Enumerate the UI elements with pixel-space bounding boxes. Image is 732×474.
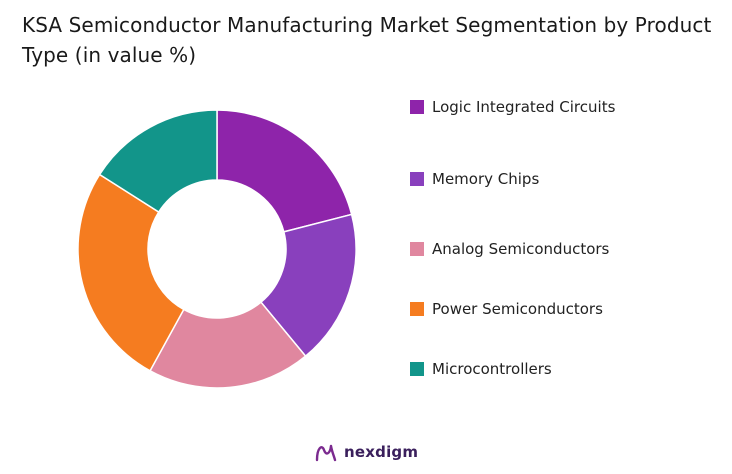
chart-title: KSA Semiconductor Manufacturing Market S… xyxy=(22,13,712,67)
legend-label: Logic Integrated Circuits xyxy=(432,98,616,116)
legend-item: Microcontrollers xyxy=(410,358,552,380)
legend-swatch xyxy=(410,100,424,114)
legend-label: Memory Chips xyxy=(432,170,540,188)
legend-swatch xyxy=(410,302,424,316)
donut-slice-analog-semiconductors xyxy=(149,301,307,389)
legend-label: Microcontrollers xyxy=(432,360,552,378)
legend-item: Logic Integrated Circuits xyxy=(410,96,615,118)
brand-footer: nexdigm xyxy=(314,440,418,464)
legend-label: Analog Semiconductors xyxy=(432,240,610,258)
donut-slice-logic-integrated-circuits xyxy=(216,109,353,233)
donut-slice-memory-chips xyxy=(259,213,357,358)
donut-slice-microcontrollers xyxy=(98,109,218,214)
legend-item: Analog Semiconductors xyxy=(410,238,609,260)
legend-swatch xyxy=(410,242,424,256)
legend-label: Power Semiconductors xyxy=(432,300,603,318)
legend-swatch xyxy=(410,172,424,186)
legend-item: Power Semiconductors xyxy=(410,298,603,320)
nexdigm-logo-icon xyxy=(315,444,337,462)
donut-slices xyxy=(77,109,357,389)
legend-swatch xyxy=(410,362,424,376)
brand-name: nexdigm xyxy=(344,443,419,461)
legend-item: Memory Chips xyxy=(410,168,539,190)
donut-slice-power-semiconductors xyxy=(77,173,185,372)
